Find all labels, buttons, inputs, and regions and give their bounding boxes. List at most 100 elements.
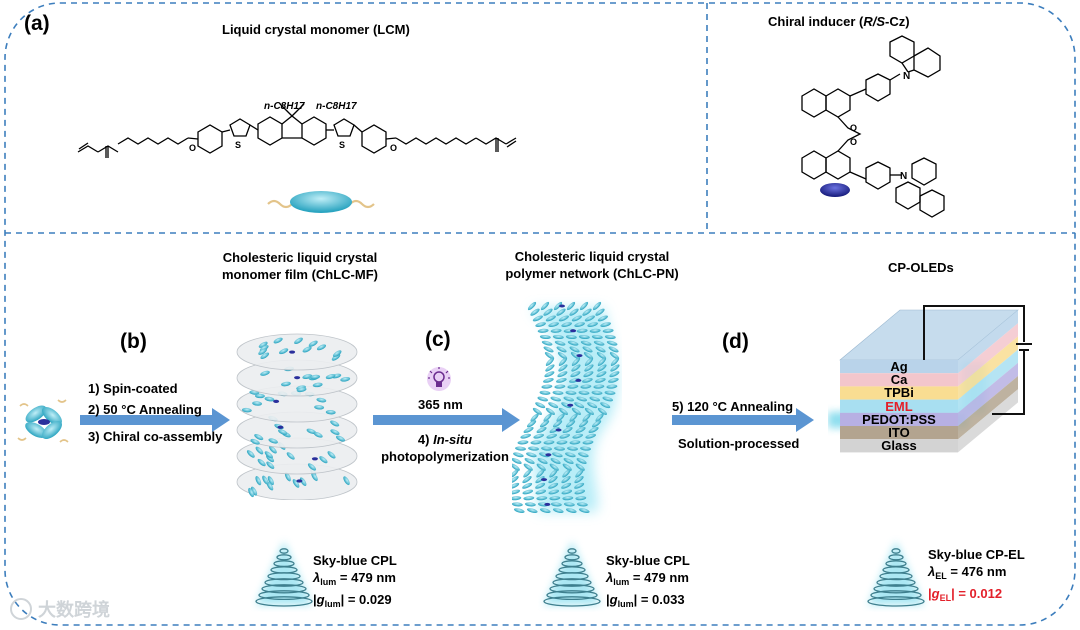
mesogen-mark	[255, 476, 262, 486]
network-mesogen-mark	[589, 396, 601, 402]
network-mesogen-mark	[565, 334, 577, 340]
octyl-label-1: n-C8H17	[264, 101, 305, 112]
network-mesogen-mark	[541, 340, 553, 346]
network-mesogen-mark	[585, 433, 597, 439]
device-layer-front	[840, 439, 958, 453]
mesogen-mark	[302, 346, 312, 353]
network-mesogen-mark	[539, 508, 551, 513]
network-mesogen-mark	[597, 357, 607, 366]
network-mesogen-mark	[591, 420, 602, 428]
helix-turn	[888, 554, 904, 561]
chiral-inducer-title: Chiral inducer (R/S-Cz)	[768, 14, 910, 29]
network-mesogen-mark	[554, 340, 566, 346]
mesogen-mark	[262, 475, 269, 485]
network-mesogen-mark	[600, 402, 611, 409]
network-mesogen-mark	[583, 352, 594, 360]
layer-label-glass: Glass	[881, 438, 917, 454]
mesogen-mark	[260, 370, 270, 376]
mesogen-mark	[252, 401, 263, 406]
network-mesogen-mark	[563, 502, 575, 507]
network-mesogen-mark	[512, 469, 519, 478]
network-mesogen-mark	[578, 508, 590, 513]
network-mesogen-mark	[576, 328, 588, 333]
network-mesogen-mark	[553, 301, 563, 311]
layer-label-ag: Ag	[890, 359, 908, 374]
network-mesogen-mark	[543, 378, 554, 383]
chiral-mark	[277, 425, 284, 429]
network-mesogen-mark	[608, 378, 619, 383]
network-mesogen-mark	[552, 452, 563, 458]
network-mesogen-mark	[580, 384, 592, 389]
mesogen-mark	[250, 486, 258, 496]
network-mesogen-mark	[512, 496, 522, 501]
helix-turn	[552, 578, 592, 587]
network-mesogen-mark	[530, 440, 542, 445]
mesogen-mark	[307, 463, 317, 471]
mesogen-mark	[292, 479, 300, 488]
oxygen-label-4: O	[850, 137, 857, 147]
network-mesogen-mark	[561, 322, 572, 327]
network-mesogen-mark	[602, 396, 614, 402]
network-mesogen-mark	[556, 378, 567, 383]
network-mesogen-mark	[565, 508, 577, 513]
mesogen-mark	[258, 341, 268, 348]
network-mesogen-mark	[550, 502, 562, 507]
mesogen-mark	[316, 344, 327, 351]
network-mesogen-mark	[571, 407, 582, 415]
network-mesogen-mark	[512, 458, 522, 464]
mixture-cluster-icon	[17, 399, 69, 443]
network-mesogen-mark	[574, 322, 585, 327]
network-mesogen-mark	[524, 458, 535, 464]
mesogen-mark	[294, 337, 303, 345]
network-mesogen-mark	[548, 402, 559, 409]
network-mesogen-mark	[524, 502, 536, 507]
network-mesogen-mark	[522, 489, 534, 495]
network-mesogen-mark	[575, 469, 584, 478]
network-mesogen-mark	[582, 413, 591, 422]
network-mesogen-mark	[537, 396, 549, 402]
helix-turn	[279, 548, 289, 554]
network-mesogen-mark	[582, 378, 593, 383]
network-mesogen-mark	[536, 469, 545, 478]
network-mesogen-mark	[565, 420, 576, 428]
uv-bulb-icon	[427, 367, 451, 391]
network-mesogen-mark	[550, 328, 562, 333]
network-mesogen-mark	[591, 334, 603, 340]
network-mesogen-mark	[535, 402, 546, 409]
mesogen-mark	[330, 420, 340, 427]
mesogen-mark	[340, 376, 351, 382]
network-mesogen-mark	[570, 371, 581, 378]
cpl-result-mf: Sky-blue CPL λlum = 479 nm |glum| = 0.02…	[313, 553, 397, 609]
cpl-result-pn: Sky-blue CPL λlum = 479 nm |glum| = 0.03…	[606, 553, 690, 609]
network-mesogen-mark	[523, 469, 532, 478]
oxygen-label-1: O	[189, 143, 196, 153]
el-helix-icon	[867, 541, 925, 607]
network-chiral-mark	[555, 428, 562, 432]
mesogen-mark	[266, 481, 274, 491]
network-mesogen-mark	[530, 308, 540, 316]
network-mesogen-mark	[574, 476, 584, 484]
uv-wavelength: 365 nm	[418, 397, 463, 412]
network-mesogen-mark	[552, 420, 563, 428]
network-mesogen-mark	[604, 334, 616, 340]
network-mesogen-mark	[512, 476, 519, 484]
network-mesogen-mark	[549, 469, 558, 478]
layer-label-ca: Ca	[890, 372, 908, 388]
network-mesogen-mark	[559, 433, 571, 439]
network-mesogen-mark	[574, 402, 585, 409]
network-mesogen-mark	[541, 446, 553, 451]
network-mesogen-mark	[558, 364, 568, 372]
network-mesogen-mark	[539, 390, 551, 395]
mesogen-mark	[267, 476, 275, 486]
network-chiral-mark	[570, 329, 577, 333]
sulfur-label-1: S	[235, 140, 241, 150]
network-mesogen-mark	[569, 346, 580, 353]
network-mesogen-mark	[597, 407, 608, 415]
mesogen-mark	[319, 456, 328, 464]
mesogen-mark	[278, 429, 288, 435]
network-mesogen-mark	[543, 440, 555, 445]
helix-turn	[564, 554, 580, 561]
helix-turn	[546, 590, 598, 601]
